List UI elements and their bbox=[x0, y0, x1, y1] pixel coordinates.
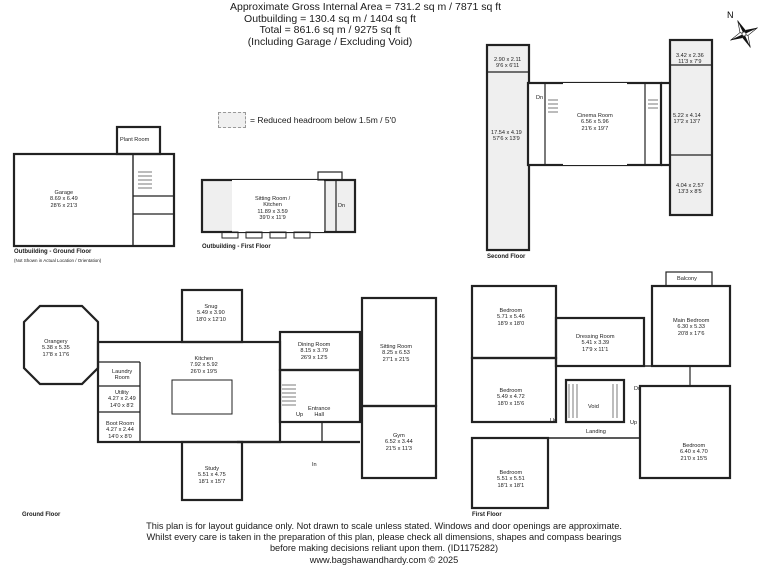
first-floor-plan bbox=[470, 271, 732, 510]
disclaimer: This plan is for layout guidance only. N… bbox=[90, 521, 678, 566]
ground-floor-plan bbox=[22, 288, 438, 502]
area-line: Total = 861.6 sq m / 9275 sq ft bbox=[259, 24, 401, 36]
room-label-void: Void bbox=[588, 404, 599, 410]
legend-text: = Reduced headroom below 1.5m / 5'0 bbox=[250, 115, 396, 125]
ground-floor-caption: Ground Floor bbox=[22, 512, 61, 518]
area-line: (Including Garage / Excluding Void) bbox=[247, 35, 413, 48]
website-credit: www.bagshawandhardy.com © 2025 bbox=[309, 554, 459, 565]
compass-icon: N bbox=[727, 10, 758, 48]
disclaimer-line: This plan is for layout guidance only. N… bbox=[146, 521, 622, 531]
second-floor-caption: Second Floor bbox=[487, 254, 526, 260]
headroom-legend: = Reduced headroom below 1.5m / 5'0 bbox=[218, 112, 396, 128]
stair-label-up: Up bbox=[296, 412, 304, 418]
compass-north-label: N bbox=[727, 10, 734, 20]
outbuilding-ground-note: (Not Shown in Actual Location / Orientat… bbox=[14, 258, 102, 263]
room-label-balcony: Balcony bbox=[677, 276, 697, 282]
area-line: Approximate Gross Internal Area = 731.2 … bbox=[230, 1, 502, 13]
area-summary: Approximate Gross Internal Area = 731.2 … bbox=[230, 1, 502, 48]
stair-label-down: Dn bbox=[536, 95, 544, 101]
disclaimer-line: before making decisions reliant upon the… bbox=[269, 543, 499, 554]
stair-label-down: Dn bbox=[634, 386, 642, 392]
area-line: Outbuilding = 130.4 sq m / 1404 sq ft bbox=[244, 12, 416, 25]
room-label-landing: Landing bbox=[586, 429, 606, 435]
outbuilding-first-caption: Outbuilding - First Floor bbox=[202, 244, 271, 250]
outbuilding-ground-caption: Outbuilding - Ground Floor bbox=[14, 249, 92, 255]
stair-label-down: Dn bbox=[338, 203, 346, 209]
stair-label-up: Up bbox=[550, 418, 558, 424]
stair-label-up: Up bbox=[630, 420, 638, 426]
outbuilding-first-plan bbox=[200, 171, 357, 239]
room-label-plant-room: Plant Room bbox=[120, 137, 150, 143]
disclaimer-line: Whilst every care is taken in the prepar… bbox=[146, 532, 622, 543]
outbuilding-ground-plan bbox=[12, 125, 176, 248]
first-floor-caption: First Floor bbox=[472, 512, 502, 518]
entrance-label-in: In bbox=[312, 462, 317, 468]
second-floor-plan bbox=[485, 38, 714, 252]
reduced-headroom-swatch bbox=[218, 112, 246, 128]
